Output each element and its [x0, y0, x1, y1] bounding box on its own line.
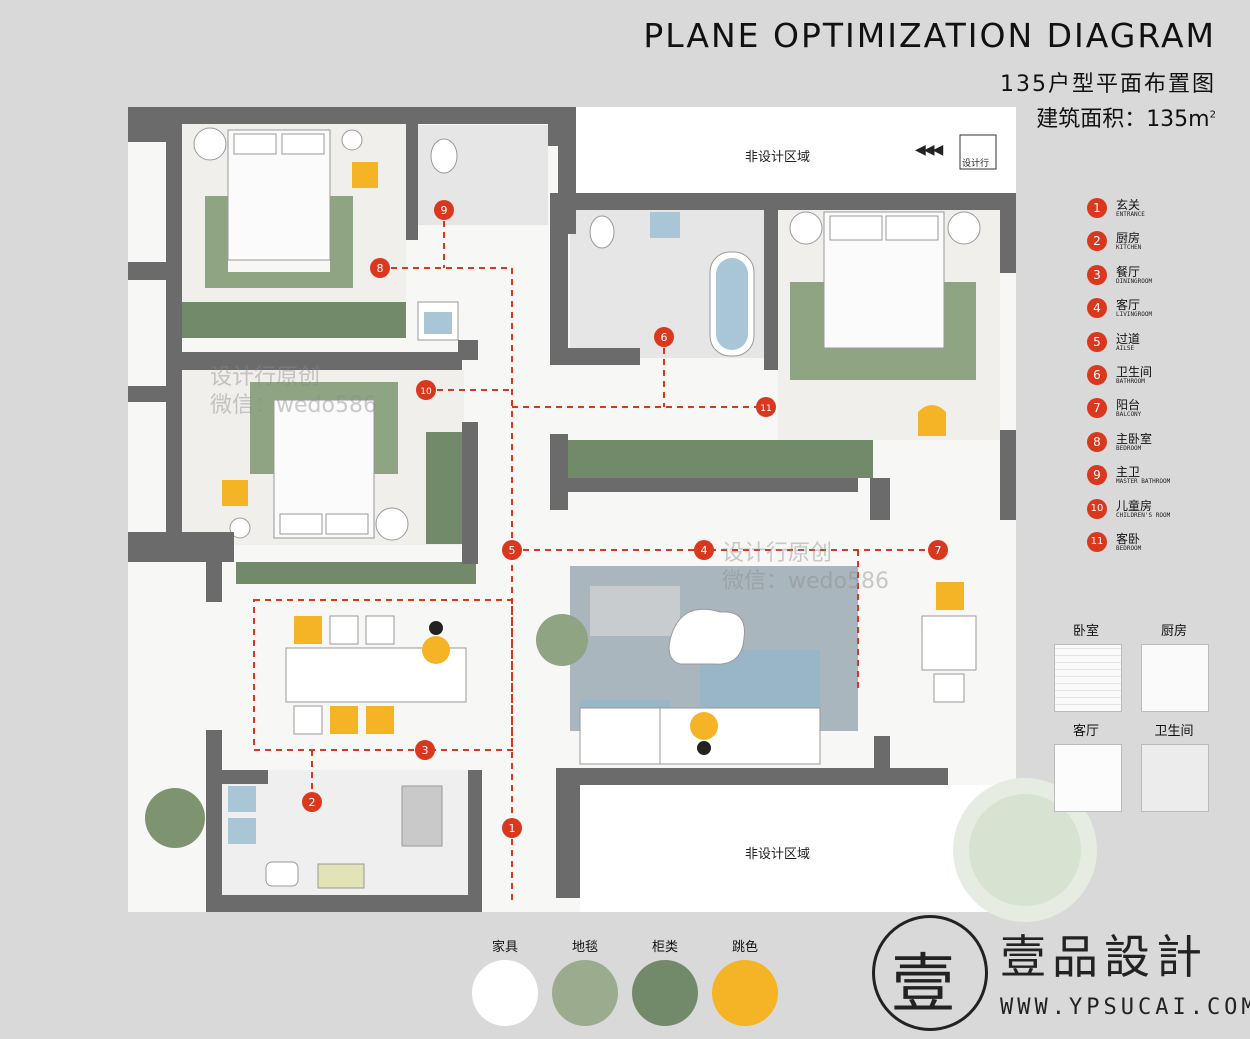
watermark-2: 设计行原创 微信：wedo586 [722, 540, 889, 596]
legend-en: LIVINGROOM [1116, 311, 1153, 319]
diagram-subtitle: 135户型平面布置图 [1000, 72, 1216, 97]
watermark-1-line1: 设计行原创 [210, 365, 321, 390]
swatch-carpet [552, 960, 618, 1026]
legend-number: 3 [1087, 264, 1107, 285]
non-design-area-top: 非设计区域 [745, 150, 811, 165]
legend-cn: 客厅 [1116, 298, 1141, 313]
direction-arrows-icon: ◀◀◀ [915, 142, 943, 158]
legend-en: AILSE [1116, 344, 1135, 352]
material-label-kitchen: 厨房 [1160, 624, 1187, 639]
legend-cn: 厨房 [1116, 231, 1141, 246]
legend-en: ENTRANCE [1116, 211, 1145, 218]
brand-name: 壹品設計 [1000, 930, 1208, 984]
svg-text:5: 5 [509, 544, 516, 557]
svg-text:6: 6 [661, 331, 668, 344]
legend-number: 11 [1087, 531, 1107, 552]
svg-text:4: 4 [701, 544, 708, 557]
svg-text:9: 9 [441, 204, 448, 217]
legend-cn: 主卧室 [1116, 431, 1153, 446]
swatch-label-furniture: 家具 [491, 940, 518, 955]
legend-cn: 儿童房 [1116, 498, 1153, 513]
svg-text:7: 7 [935, 544, 942, 557]
legend-number: 8 [1087, 431, 1107, 452]
svg-text:2: 2 [309, 796, 316, 809]
legend-number: 4 [1087, 298, 1107, 319]
legend-en: MASTER BATHROOM [1116, 478, 1171, 486]
watermark-1-line2: 微信：wedo586 [210, 393, 377, 418]
material-label-bathroom: 卫生间 [1154, 724, 1194, 739]
watermark-1: 设计行原创 微信：wedo586 [210, 364, 377, 420]
brand-url: WWW.YPSUCAI.COM [1000, 995, 1250, 1020]
material-label-bedroom: 卧室 [1072, 624, 1099, 639]
legend-en: BEDROOM [1116, 444, 1142, 452]
brand-seal-icon [872, 915, 988, 1031]
svg-text:1: 1 [509, 822, 516, 835]
watermark-2-line2: 微信：wedo586 [722, 569, 889, 594]
legend-number: 7 [1087, 398, 1107, 419]
building-area: 建筑面积：135m2 [1036, 101, 1216, 133]
swatch-label-carpet: 地毯 [571, 940, 598, 955]
svg-text:10: 10 [420, 387, 432, 397]
legend-cn: 客卧 [1116, 531, 1141, 546]
north-label: 设计行 [962, 159, 990, 169]
legend-en: KITCHEN [1116, 244, 1142, 252]
legend-number: 10 [1087, 498, 1107, 519]
swatch-accent [712, 960, 778, 1026]
legend-cn: 过道 [1116, 331, 1141, 346]
material-label-living: 客厅 [1072, 724, 1099, 739]
non-design-area-bottom: 非设计区域 [745, 847, 811, 862]
legend-en: BEDROOM [1116, 544, 1142, 552]
legend-number: 5 [1087, 331, 1107, 352]
area-text: 建筑面积：135m [1036, 107, 1210, 132]
svg-text:8: 8 [377, 262, 384, 275]
legend-number: 9 [1087, 465, 1107, 486]
legend-cn: 主卫 [1116, 465, 1141, 480]
material-sample-living [1054, 744, 1122, 812]
watermark-2-line1: 设计行原创 [722, 541, 833, 566]
swatch-furniture [472, 960, 538, 1026]
legend-en: BATHROOM [1116, 377, 1145, 385]
material-sample-bedroom [1054, 644, 1122, 712]
svg-text:11: 11 [760, 404, 771, 414]
swatch-label-accent: 跳色 [731, 940, 758, 955]
legend-cn: 玄关 [1116, 198, 1141, 212]
legend-number: 2 [1087, 231, 1107, 252]
legend-en: BALCONY [1116, 411, 1142, 419]
material-sample-bathroom [1141, 744, 1209, 812]
svg-text:3: 3 [422, 744, 429, 757]
legend-en: CHILDREN'S ROOM [1116, 511, 1171, 519]
legend-en: DININGROOM [1116, 277, 1153, 285]
legend-cn: 卫生间 [1116, 364, 1153, 379]
legend-cn: 阳台 [1116, 398, 1141, 413]
swatch-label-cabinet: 柜类 [651, 940, 678, 955]
brand-seal-char: 壹 [891, 948, 955, 1022]
material-sample-kitchen [1141, 644, 1209, 712]
area-sup: 2 [1209, 109, 1216, 121]
legend-number: 1 [1087, 198, 1107, 218]
diagram-title: PLANE OPTIMIZATION DIAGRAM [643, 16, 1216, 55]
legend-cn: 餐厅 [1116, 264, 1141, 279]
swatch-cabinet [632, 960, 698, 1026]
legend-number: 6 [1087, 364, 1107, 385]
